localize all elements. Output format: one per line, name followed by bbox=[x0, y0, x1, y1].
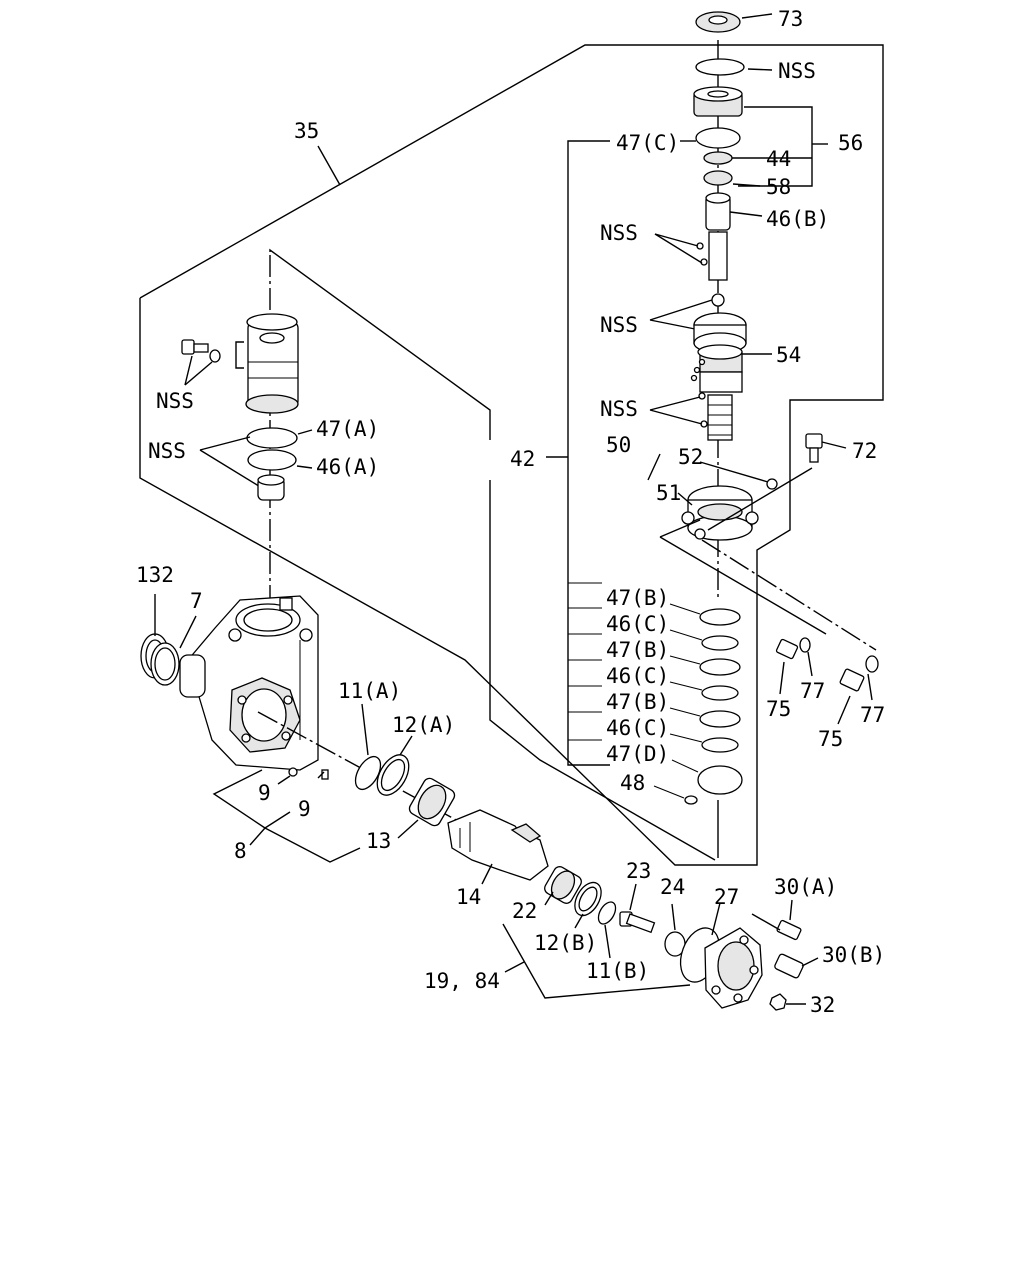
part-47d bbox=[697, 765, 743, 795]
label-8: 8 bbox=[234, 839, 247, 863]
label-75-a: 75 bbox=[766, 697, 791, 721]
label-47d: 47(D) bbox=[606, 742, 669, 766]
label-9-b: 9 bbox=[298, 797, 311, 821]
label-47b-1: 47(B) bbox=[606, 586, 669, 610]
label-77-b: 77 bbox=[860, 703, 885, 727]
bracket-19-84 bbox=[502, 923, 691, 999]
label-32: 32 bbox=[810, 993, 835, 1017]
label-46c-3: 46(C) bbox=[606, 716, 669, 740]
part-75a-fitting bbox=[775, 638, 799, 660]
part-46a-ring bbox=[247, 449, 297, 471]
part-47c-oring bbox=[695, 127, 741, 149]
bracket-lower bbox=[489, 480, 716, 861]
part-47b-3 bbox=[699, 710, 741, 728]
nss-bolt bbox=[181, 339, 195, 355]
part-9b bbox=[321, 769, 329, 780]
part-46c-2 bbox=[701, 685, 739, 701]
label-nss-b: NSS bbox=[600, 313, 638, 337]
label-46c-2: 46(C) bbox=[606, 664, 669, 688]
label-23: 23 bbox=[626, 859, 651, 883]
label-9-a: 9 bbox=[258, 781, 271, 805]
part-58-bearing bbox=[703, 170, 733, 186]
bracket-8 bbox=[212, 769, 291, 829]
label-nss-c: NSS bbox=[600, 397, 638, 421]
label-44: 44 bbox=[766, 147, 791, 171]
valve-shaft-upper bbox=[708, 231, 728, 281]
part-72-bolt bbox=[805, 433, 823, 449]
label-75-b: 75 bbox=[818, 727, 843, 751]
label-58: 58 bbox=[766, 175, 791, 199]
label-47c: 47(C) bbox=[616, 131, 679, 155]
part-48 bbox=[684, 795, 698, 805]
nss-snap-ring bbox=[695, 58, 745, 76]
leader-35 bbox=[317, 145, 341, 186]
part-47a-oring bbox=[246, 427, 298, 449]
part-52-plug bbox=[766, 478, 778, 490]
bracket-upper-left bbox=[269, 248, 491, 440]
part-46c-3 bbox=[701, 737, 739, 753]
label-11a: 11(A) bbox=[338, 679, 401, 703]
label-7: 7 bbox=[190, 589, 203, 613]
label-30a: 30(A) bbox=[774, 875, 837, 899]
label-27: 27 bbox=[714, 885, 739, 909]
label-nss-e: NSS bbox=[148, 439, 186, 463]
valve-worm bbox=[707, 394, 733, 441]
label-22: 22 bbox=[512, 899, 537, 923]
label-77-a: 77 bbox=[800, 679, 825, 703]
label-56: 56 bbox=[838, 131, 863, 155]
part-30b-bolt bbox=[774, 953, 804, 979]
part-11b bbox=[597, 901, 617, 925]
label-35: 35 bbox=[294, 119, 319, 143]
label-51: 51 bbox=[656, 481, 681, 505]
assembly-35-outline bbox=[139, 44, 884, 866]
label-nss-top: NSS bbox=[778, 59, 816, 83]
label-nss-a: NSS bbox=[600, 221, 638, 245]
label-48: 48 bbox=[620, 771, 645, 795]
label-46c-1: 46(C) bbox=[606, 612, 669, 636]
label-46b: 46(B) bbox=[766, 207, 829, 231]
small-ball bbox=[711, 293, 725, 307]
label-30b: 30(B) bbox=[822, 943, 885, 967]
nss-washer bbox=[209, 349, 221, 363]
label-73: 73 bbox=[778, 7, 803, 31]
label-14: 14 bbox=[456, 885, 481, 909]
label-47b-2: 47(B) bbox=[606, 638, 669, 662]
label-12b: 12(B) bbox=[534, 931, 597, 955]
part-14-sector-shaft bbox=[447, 809, 549, 881]
label-47a: 47(A) bbox=[316, 417, 379, 441]
part-77a-washer bbox=[799, 637, 811, 653]
label-46a: 46(A) bbox=[316, 455, 379, 479]
label-132: 132 bbox=[136, 563, 174, 587]
label-19-84: 19, 84 bbox=[424, 969, 500, 993]
part-47b-1 bbox=[699, 608, 741, 626]
part-75b-fitting bbox=[839, 668, 865, 692]
label-72: 72 bbox=[852, 439, 877, 463]
part-32-nut bbox=[769, 993, 787, 1011]
bracket-56 bbox=[738, 106, 813, 187]
part-46c-1 bbox=[701, 635, 739, 651]
label-54: 54 bbox=[776, 343, 801, 367]
part-47b-2 bbox=[699, 658, 741, 676]
label-47b-3: 47(B) bbox=[606, 690, 669, 714]
label-50: 50 bbox=[606, 433, 631, 457]
label-13: 13 bbox=[366, 829, 391, 853]
label-11b: 11(B) bbox=[586, 959, 649, 983]
part-9a bbox=[288, 767, 298, 777]
assembly-42-outline bbox=[567, 140, 610, 766]
part-77b-washer bbox=[865, 655, 879, 673]
label-24: 24 bbox=[660, 875, 685, 899]
label-nss-d: NSS bbox=[156, 389, 194, 413]
part-11a bbox=[354, 755, 382, 791]
part-30a-bolt bbox=[776, 919, 802, 941]
label-42: 42 bbox=[510, 447, 535, 471]
part-44-seal bbox=[703, 151, 733, 165]
label-52: 52 bbox=[678, 445, 703, 469]
label-12a: 12(A) bbox=[392, 713, 455, 737]
